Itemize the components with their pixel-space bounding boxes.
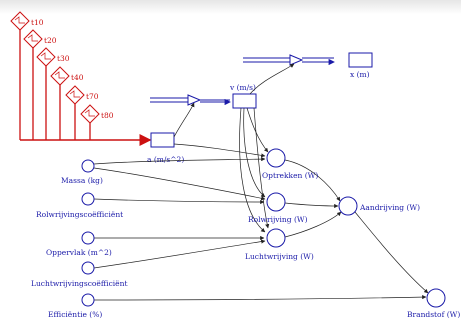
- label-t70: t70: [86, 92, 99, 101]
- label-luchtwrijving: Luchtwrijving (W): [245, 252, 314, 261]
- label-t10: t10: [31, 18, 44, 27]
- switch-t10[interactable]: [10, 11, 30, 31]
- label-luchtwrijvingscoefficient: Luchtwrijvingscoëfficiënt: [31, 279, 127, 288]
- label-efficientie: Efficiëntie (%): [48, 310, 102, 319]
- connector-massa-rolwrijving: [93, 167, 266, 201]
- connector-rolwrijving-aandrijving: [284, 202, 339, 209]
- auxiliary-nodes: Optrekken (W) Rolwrijving (W) Luchtwrijv…: [245, 148, 460, 319]
- connector-luchtcoef-luchtwrijving: [93, 239, 266, 269]
- label-t80: t80: [101, 111, 114, 120]
- switch-t20[interactable]: [23, 29, 43, 49]
- label-optrekken: Optrekken (W): [262, 171, 318, 180]
- connector-massa-optrekken: [93, 156, 266, 165]
- acceleration-stock[interactable]: [150, 132, 175, 148]
- connector-v-luchtwrijving: [239, 107, 266, 233]
- input-oppervlak[interactable]: [81, 231, 95, 245]
- connector-rolcoef-rolwrijving: [93, 198, 265, 205]
- label-t30: t30: [57, 54, 70, 63]
- connector-a-velocity: [173, 102, 195, 138]
- input-nodes: Massa (kg) Rolwrijvingscoëfficiënt Opper…: [31, 159, 127, 319]
- label-oppervlak: Oppervlak (m^2): [46, 248, 112, 257]
- connector-v-rolwrijving: [243, 107, 266, 198]
- velocity-label: v (m/s): [229, 83, 256, 92]
- flow-group: a (m/s^2) v (m/s) x (m): [147, 52, 373, 164]
- distance-label: x (m): [350, 70, 370, 79]
- connector-luchtwrijving-aandrijving: [284, 211, 342, 238]
- switch-t80[interactable]: [80, 104, 100, 124]
- label-t40: t40: [71, 73, 84, 82]
- connector-v-distance: [249, 63, 295, 95]
- connector-aandrijving-brandstof: [354, 211, 429, 294]
- distance-stock[interactable]: [348, 52, 373, 68]
- input-efficientie[interactable]: [81, 293, 95, 307]
- aux-optrekken[interactable]: [266, 148, 286, 168]
- label-massa: Massa (kg): [61, 176, 103, 185]
- time-switch-group: t10 t20 t30 t40 t70 t80: [10, 11, 152, 146]
- velocity-valve[interactable]: [187, 94, 202, 106]
- acceleration-label: a (m/s^2): [147, 155, 184, 164]
- connector-a-optrekken: [173, 143, 266, 158]
- input-rolwrijvingscoefficient[interactable]: [81, 192, 95, 206]
- switch-t30[interactable]: [36, 47, 56, 67]
- switch-t40[interactable]: [50, 66, 70, 86]
- aux-brandstof[interactable]: [426, 288, 446, 308]
- input-luchtwrijvingscoefficient[interactable]: [81, 261, 95, 275]
- connector-v-optrekken: [246, 107, 269, 153]
- label-t20: t20: [44, 36, 57, 45]
- switch-t70[interactable]: [65, 85, 85, 105]
- label-aandrijving: Aandrijving (W): [359, 203, 420, 212]
- label-rolwrijvingscoefficient: Rolwrijvingscoëfficiënt: [36, 210, 123, 219]
- velocity-stock[interactable]: [232, 93, 257, 109]
- aux-aandrijving[interactable]: [338, 196, 358, 216]
- distance-valve[interactable]: [289, 54, 304, 66]
- connector-efficientie-brandstof: [93, 294, 427, 301]
- aux-luchtwrijving[interactable]: [266, 228, 286, 248]
- label-rolwrijving: Rolwrijving (W): [248, 215, 308, 224]
- input-massa[interactable]: [81, 159, 95, 173]
- connector-optrekken-aandrijving: [284, 159, 341, 202]
- aux-rolwrijving[interactable]: [266, 192, 286, 212]
- connector-group: [93, 63, 429, 301]
- label-brandstof: Brandstof (W): [407, 310, 460, 319]
